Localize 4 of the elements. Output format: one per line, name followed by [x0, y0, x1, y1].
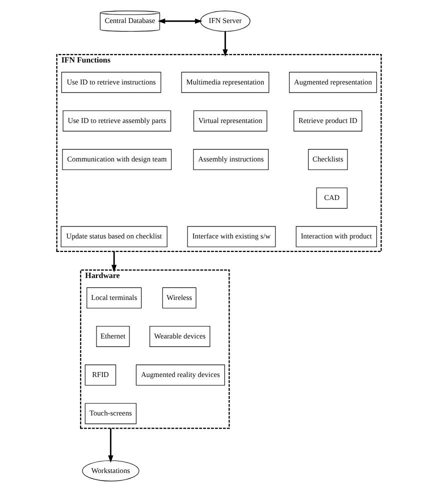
arrow: [111, 251, 116, 272]
arrow: [157, 18, 202, 24]
arrow: [108, 428, 113, 463]
arrow: [222, 31, 228, 57]
